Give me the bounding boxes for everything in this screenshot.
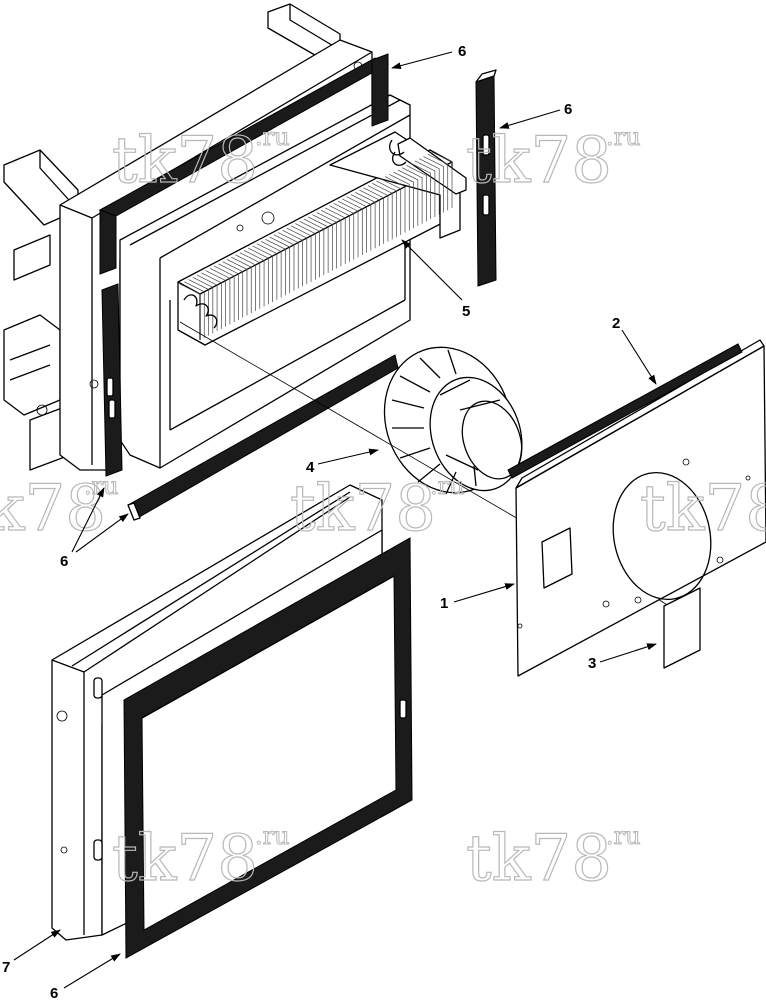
callout-6-front-gasket: 6 bbox=[50, 985, 58, 1000]
watermark-text: tk78 bbox=[466, 822, 612, 896]
watermark-suffix: .ru bbox=[84, 472, 119, 500]
watermark-text: tk78 bbox=[466, 124, 612, 198]
callout-5-coil: 5 bbox=[462, 303, 470, 320]
callout-7-frame: 7 bbox=[2, 959, 10, 976]
gasket-top-diagonal bbox=[98, 53, 390, 217]
side-cover-panel bbox=[515, 339, 766, 677]
watermark-layer: tk78 .ru tk78 .ru tk78 .ru tk78 .ru tk78… bbox=[0, 123, 766, 897]
callout-1-panel: 1 bbox=[440, 595, 448, 612]
rail-strip bbox=[507, 343, 743, 479]
callout-4-fan: 4 bbox=[306, 459, 315, 476]
watermark-suffix: .ru bbox=[255, 822, 290, 850]
watermark-text: tk78 bbox=[0, 472, 106, 546]
watermark-text: tk78 bbox=[640, 472, 766, 546]
gasket-vertical-left-lower bbox=[101, 283, 123, 477]
assembly-axis-line bbox=[179, 321, 521, 521]
callout-2-rail: 2 bbox=[612, 315, 620, 332]
gasket-vertical-separate bbox=[475, 69, 497, 287]
watermark-text: tk78 bbox=[290, 472, 436, 546]
callout-6-lower-gaskets: 6 bbox=[60, 553, 68, 570]
callout-3-plate: 3 bbox=[588, 655, 596, 672]
watermark-text: tk78 bbox=[112, 822, 258, 896]
cover-plate bbox=[663, 587, 701, 669]
watermark-suffix: .ru bbox=[430, 472, 465, 500]
heat-exchanger-coil bbox=[177, 131, 467, 346]
watermark-suffix: .ru bbox=[255, 123, 290, 151]
blower-fan-wheel bbox=[383, 346, 523, 495]
watermark-suffix: .ru bbox=[606, 123, 641, 151]
callout-labels: 6 6 5 2 4 6 1 3 7 6 bbox=[2, 43, 620, 1000]
watermark-suffix: .ru bbox=[606, 822, 641, 850]
callout-6-top-gasket: 6 bbox=[458, 43, 466, 60]
front-gasket bbox=[123, 537, 413, 959]
callout-6-right-gasket: 6 bbox=[564, 101, 572, 118]
leader-lines bbox=[13, 51, 657, 989]
watermark-text: tk78 bbox=[112, 124, 258, 198]
